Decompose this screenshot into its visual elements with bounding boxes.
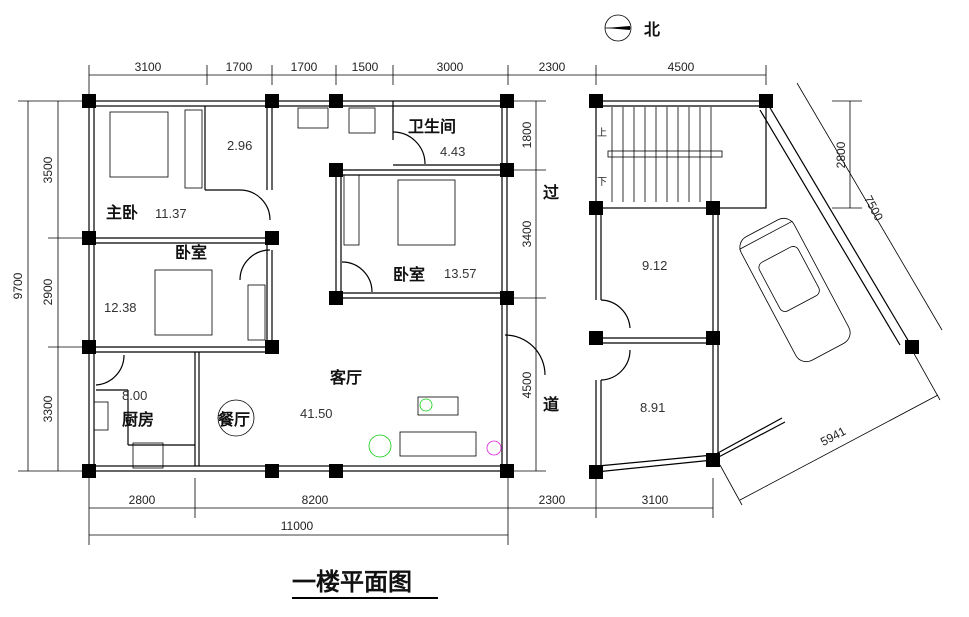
structural-column xyxy=(265,340,279,354)
area-label: 13.57 xyxy=(444,266,477,281)
structural-column xyxy=(329,464,343,478)
room-label-bedroom: 卧室 xyxy=(175,243,207,262)
area-label: 8.91 xyxy=(640,400,665,415)
structural-column xyxy=(82,231,96,245)
area-label: 9.12 xyxy=(642,258,667,273)
room-labels: 主卧 11.37 2.96 卧室 12.38 卧室 13.57 卫生间 4.43… xyxy=(104,117,667,429)
area-label: 41.50 xyxy=(300,406,333,421)
dim-label: 2900 xyxy=(41,278,55,305)
room-label-master-bedroom: 主卧 xyxy=(106,203,138,222)
dim-label: 9700 xyxy=(11,272,25,299)
dim-label: 4500 xyxy=(668,60,695,74)
dim-label: 2800 xyxy=(129,493,156,507)
main-building-walls xyxy=(88,100,546,472)
area-label: 8.00 xyxy=(122,388,147,403)
top-dimensions: 3100 1700 1700 1500 3000 2300 4500 xyxy=(135,60,695,74)
dim-label: 11000 xyxy=(281,519,314,533)
dim-label: 4500 xyxy=(520,371,534,398)
structural-column xyxy=(500,163,514,177)
dim-label: 5941 xyxy=(818,424,848,449)
stair-down-label: 下 xyxy=(597,177,607,188)
structural-column xyxy=(706,453,720,467)
structural-column xyxy=(905,340,919,354)
structural-column xyxy=(500,464,514,478)
left-dimensions: 9700 3500 2900 3300 1800 3400 4500 xyxy=(11,121,534,422)
dim-label: 2300 xyxy=(539,60,566,74)
structural-column xyxy=(265,464,279,478)
structural-column xyxy=(589,331,603,345)
structural-column xyxy=(329,291,343,305)
structural-column xyxy=(589,201,603,215)
area-label: 4.43 xyxy=(440,144,465,159)
dim-label: 7500 xyxy=(861,193,886,223)
bottom-dimensions: 2800 8200 2300 3100 11000 7500 2800 5941 xyxy=(129,141,886,533)
dim-label: 3100 xyxy=(642,493,669,507)
dim-label: 8200 xyxy=(302,493,329,507)
room-label-kitchen: 厨房 xyxy=(122,410,154,429)
area-label: 2.96 xyxy=(227,138,252,153)
structural-column xyxy=(82,340,96,354)
dim-label: 2800 xyxy=(834,141,848,168)
corridor-label: 过 xyxy=(543,183,559,202)
structural-column xyxy=(329,94,343,108)
car-symbol xyxy=(739,217,851,363)
dim-label: 1800 xyxy=(520,121,534,148)
structural-column xyxy=(589,94,603,108)
room-label-living: 客厅 xyxy=(330,368,362,387)
dim-label: 3300 xyxy=(41,395,55,422)
dim-label: 3400 xyxy=(520,220,534,247)
area-label: 11.37 xyxy=(155,206,187,221)
drawing-title: 一楼平面图 xyxy=(292,568,412,596)
room-label-bedroom: 卧室 xyxy=(393,265,425,284)
dim-label: 3000 xyxy=(437,60,464,74)
north-label: 北 xyxy=(644,20,660,39)
area-label: 12.38 xyxy=(104,300,137,315)
structural-column xyxy=(500,94,514,108)
north-arrow-icon xyxy=(604,14,632,42)
stair-handrail xyxy=(607,150,723,158)
structural-column xyxy=(500,291,514,305)
stair-up-label: 上 xyxy=(597,127,607,139)
dim-label: 3100 xyxy=(135,60,162,74)
structural-column xyxy=(82,94,96,108)
furniture xyxy=(93,107,502,469)
room-label-bathroom: 卫生间 xyxy=(408,117,456,136)
dimension-lines xyxy=(18,65,943,545)
structural-column xyxy=(265,231,279,245)
stair-treads xyxy=(607,107,723,202)
corridor-label: 道 xyxy=(543,395,559,414)
structural-column xyxy=(706,201,720,215)
structural-column xyxy=(265,94,279,108)
dim-label: 3500 xyxy=(41,156,55,183)
dim-label: 1700 xyxy=(226,60,253,74)
columns xyxy=(82,94,919,479)
structural-column xyxy=(329,163,343,177)
structural-column xyxy=(82,464,96,478)
structural-column xyxy=(759,94,773,108)
dim-label: 2300 xyxy=(539,493,566,507)
dim-label: 1700 xyxy=(291,60,318,74)
room-label-dining: 餐厅 xyxy=(217,410,250,429)
structural-column xyxy=(589,465,603,479)
dim-label: 1500 xyxy=(352,60,379,74)
structural-column xyxy=(706,331,720,345)
